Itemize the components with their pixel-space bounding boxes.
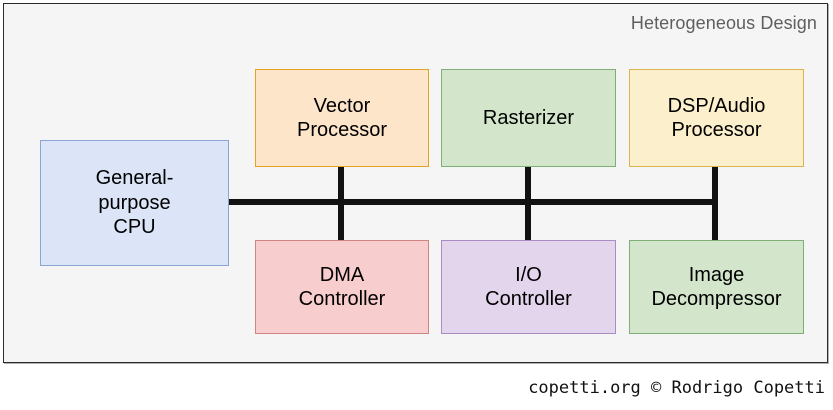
diagram-panel: Heterogeneous Design General- purpose CP… xyxy=(3,3,828,363)
diagram-title: Heterogeneous Design xyxy=(630,13,817,33)
node-vector-processor[interactable]: Vector Processor xyxy=(255,69,429,167)
node-label: I/O Controller xyxy=(485,263,572,310)
bus-line-horizontal xyxy=(226,199,718,205)
node-label: Vector Processor xyxy=(296,94,388,141)
node-dsp-audio-processor[interactable]: DSP/Audio Processor xyxy=(629,69,804,167)
node-image-decompressor[interactable]: Image Decompressor xyxy=(629,240,804,334)
node-rasterizer[interactable]: Rasterizer xyxy=(441,69,616,167)
copyright-credit: copetti.org © Rodrigo Copetti xyxy=(528,378,825,398)
node-general-purpose-cpu[interactable]: General- purpose CPU xyxy=(40,140,229,266)
node-label: DMA Controller xyxy=(298,263,386,310)
bus-stub-vector-dma xyxy=(338,164,344,243)
node-io-controller[interactable]: I/O Controller xyxy=(441,240,616,334)
node-dma-controller[interactable]: DMA Controller xyxy=(255,240,429,334)
bus-stub-dsp-image xyxy=(712,164,718,243)
node-label: General- purpose CPU xyxy=(95,167,174,239)
node-label: Image Decompressor xyxy=(651,263,782,310)
bus-stub-rasterizer-io xyxy=(525,164,531,243)
node-label: Rasterizer xyxy=(482,106,575,129)
node-label: DSP/Audio Processor xyxy=(667,94,766,141)
